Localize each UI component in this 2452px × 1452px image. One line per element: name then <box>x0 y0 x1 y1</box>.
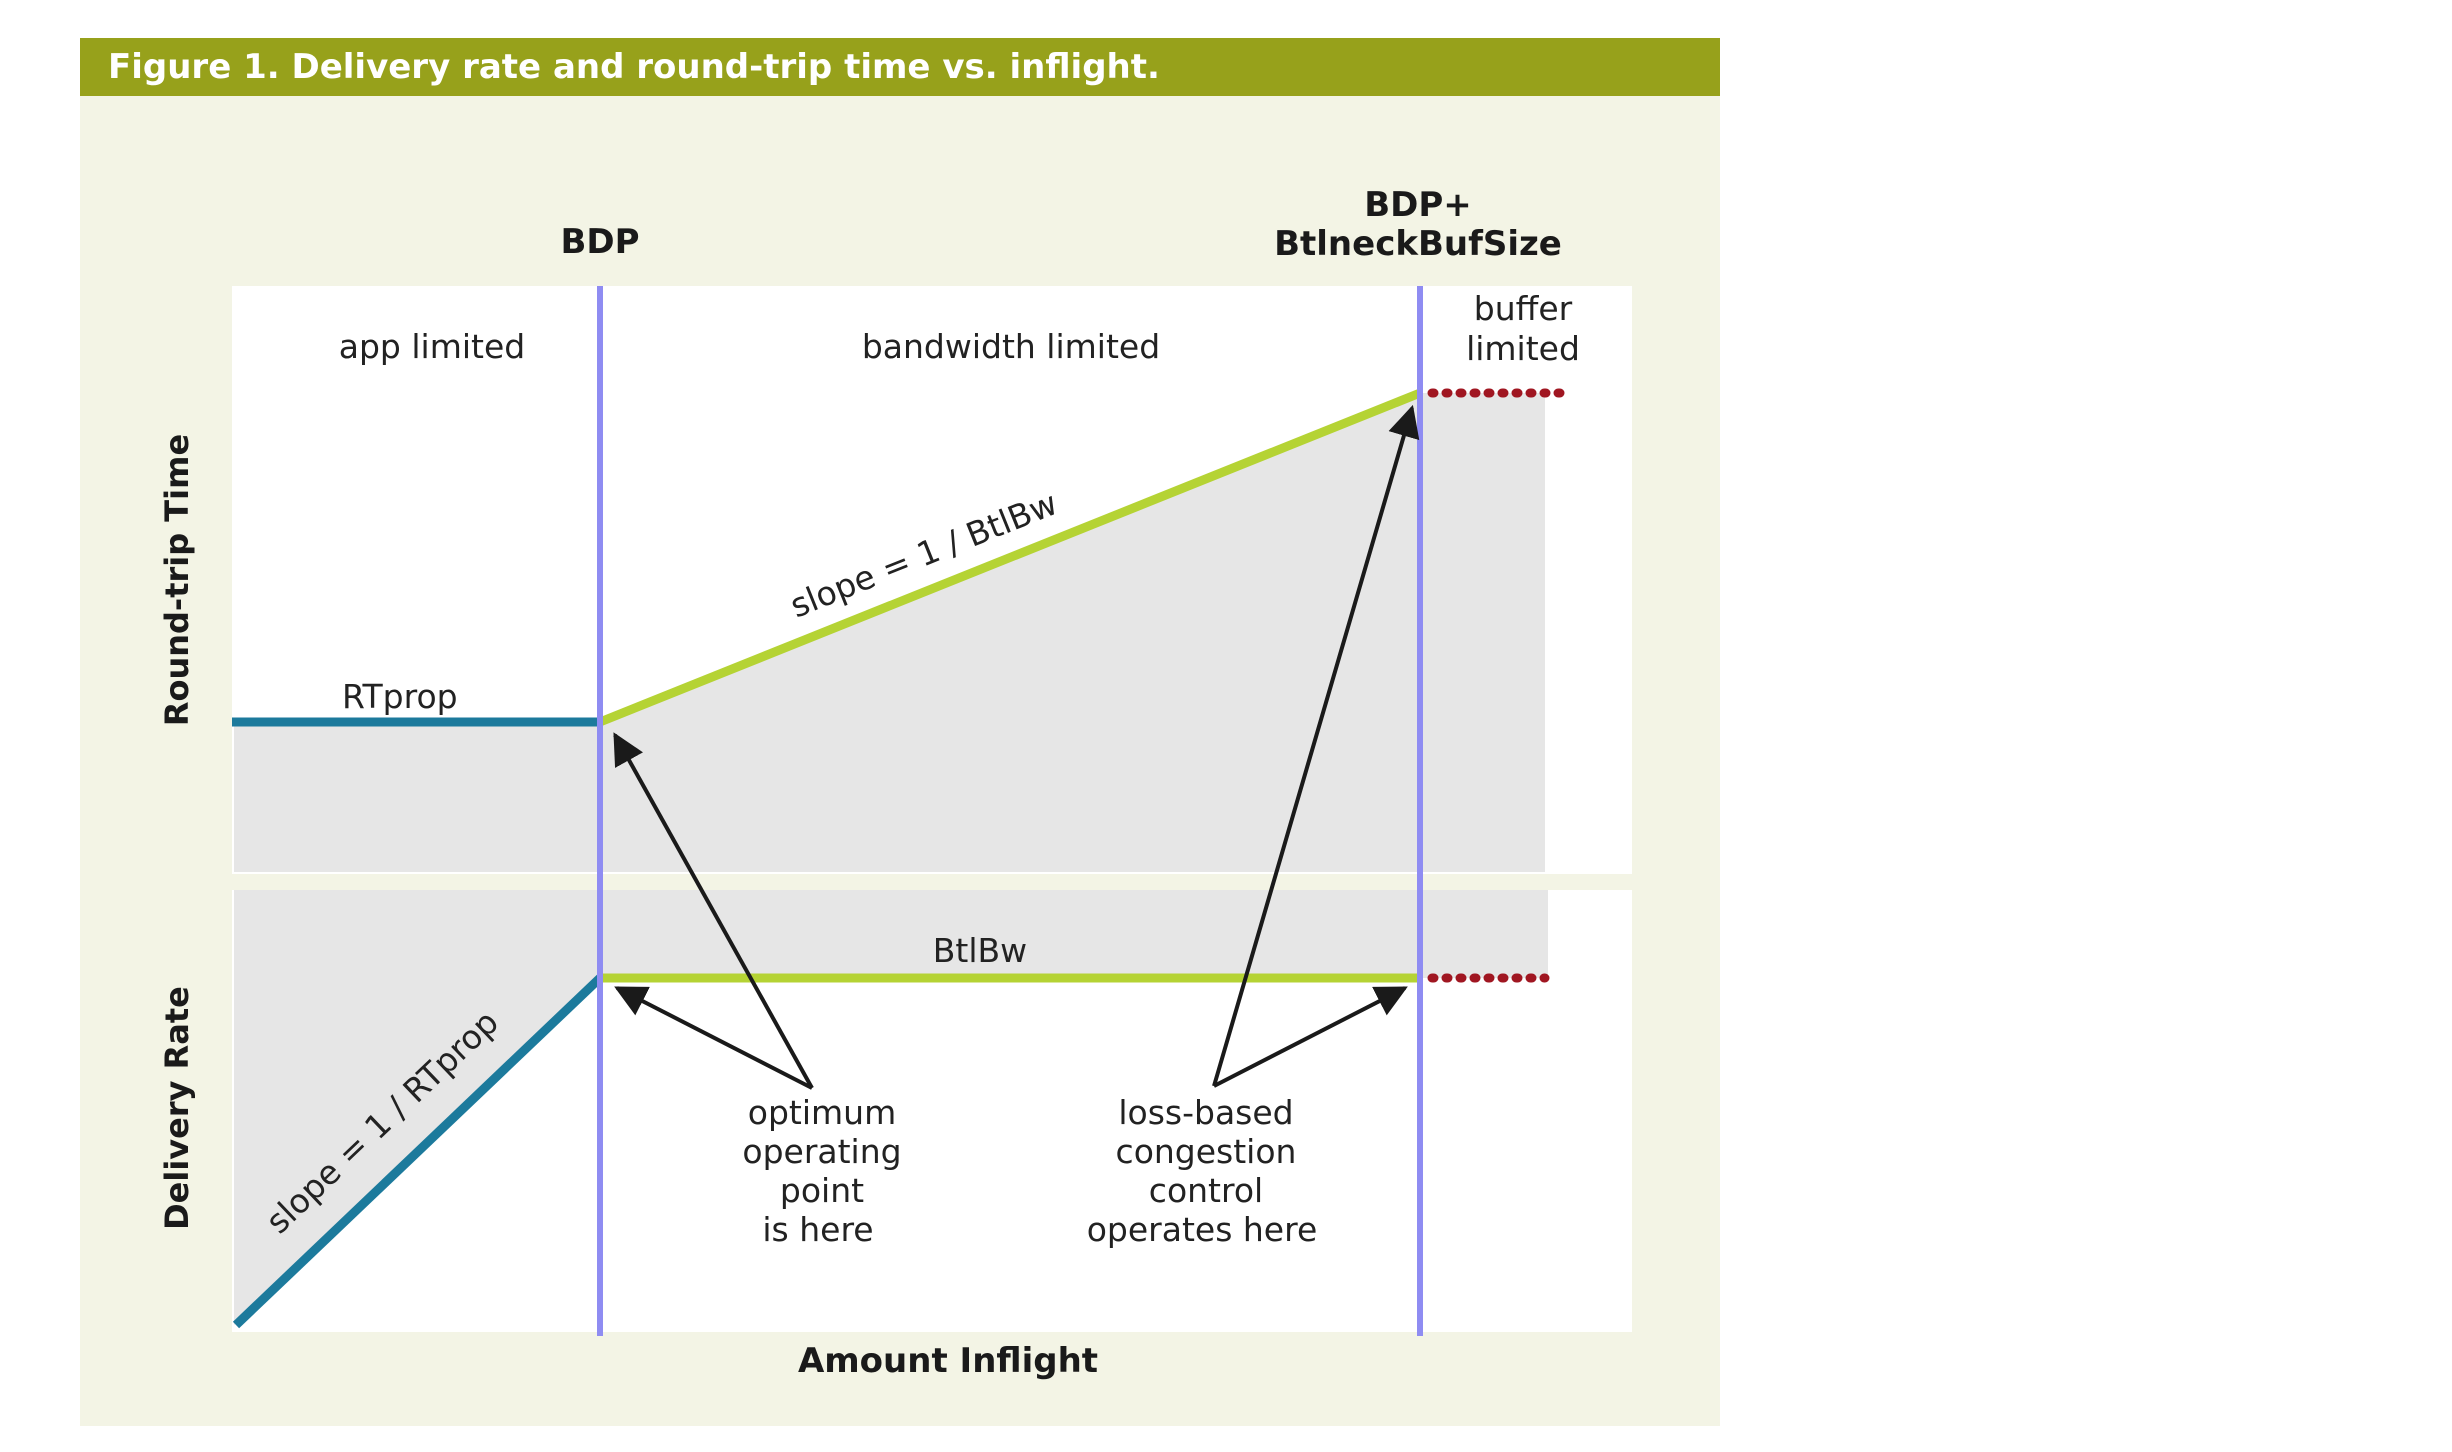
rate-shade-above-btlbw <box>600 890 1548 978</box>
optimum-label-line4: is here <box>762 1210 873 1249</box>
optimum-arrow-to-rate <box>614 986 813 1090</box>
loss-label-line4: operates here <box>1087 1210 1318 1249</box>
rtt-shade-app-limited <box>234 722 600 872</box>
y-axis-label-rtt: Round-trip Time <box>158 434 196 726</box>
optimum-label-line3: point <box>780 1171 864 1210</box>
buffer-limited-label-line1: buffer <box>1474 289 1573 328</box>
loss-label-line3: control <box>1149 1171 1263 1210</box>
y-axis-label-rate: Delivery Rate <box>158 986 196 1230</box>
rtt-shade-bandwidth-limited <box>600 393 1545 872</box>
loss-arrow-to-rate <box>1213 986 1408 1088</box>
bandwidth-limited-label: bandwidth limited <box>862 327 1160 366</box>
rate-slope-line <box>232 974 604 1329</box>
figure-header-bar <box>80 38 1720 96</box>
btlbw-label: BtlBw <box>933 931 1027 970</box>
loss-arrow-to-rtt <box>1212 404 1420 1087</box>
bdp-plus-label-line2: BtlneckBufSize <box>1274 224 1562 264</box>
figure-title: Figure 1. Delivery rate and round-trip t… <box>108 47 1160 87</box>
buffer-limited-label-line2: limited <box>1466 329 1580 368</box>
bdp-label: BDP <box>560 222 639 262</box>
x-axis-label: Amount Inflight <box>798 1341 1098 1381</box>
loss-label-line1: loss-based <box>1118 1093 1293 1132</box>
optimum-label-line1: optimum <box>748 1093 896 1132</box>
optimum-label-line2: operating <box>742 1132 901 1171</box>
rtt-slope-line <box>598 388 1422 727</box>
bdp-plus-label-line1: BDP+ <box>1364 185 1472 225</box>
optimum-arrow-to-rtt <box>613 732 814 1089</box>
app-limited-label: app limited <box>339 327 525 366</box>
loss-label-line2: congestion <box>1116 1132 1297 1171</box>
rate-shade-app-limited <box>234 890 600 1325</box>
rtprop-label: RTprop <box>342 677 458 716</box>
